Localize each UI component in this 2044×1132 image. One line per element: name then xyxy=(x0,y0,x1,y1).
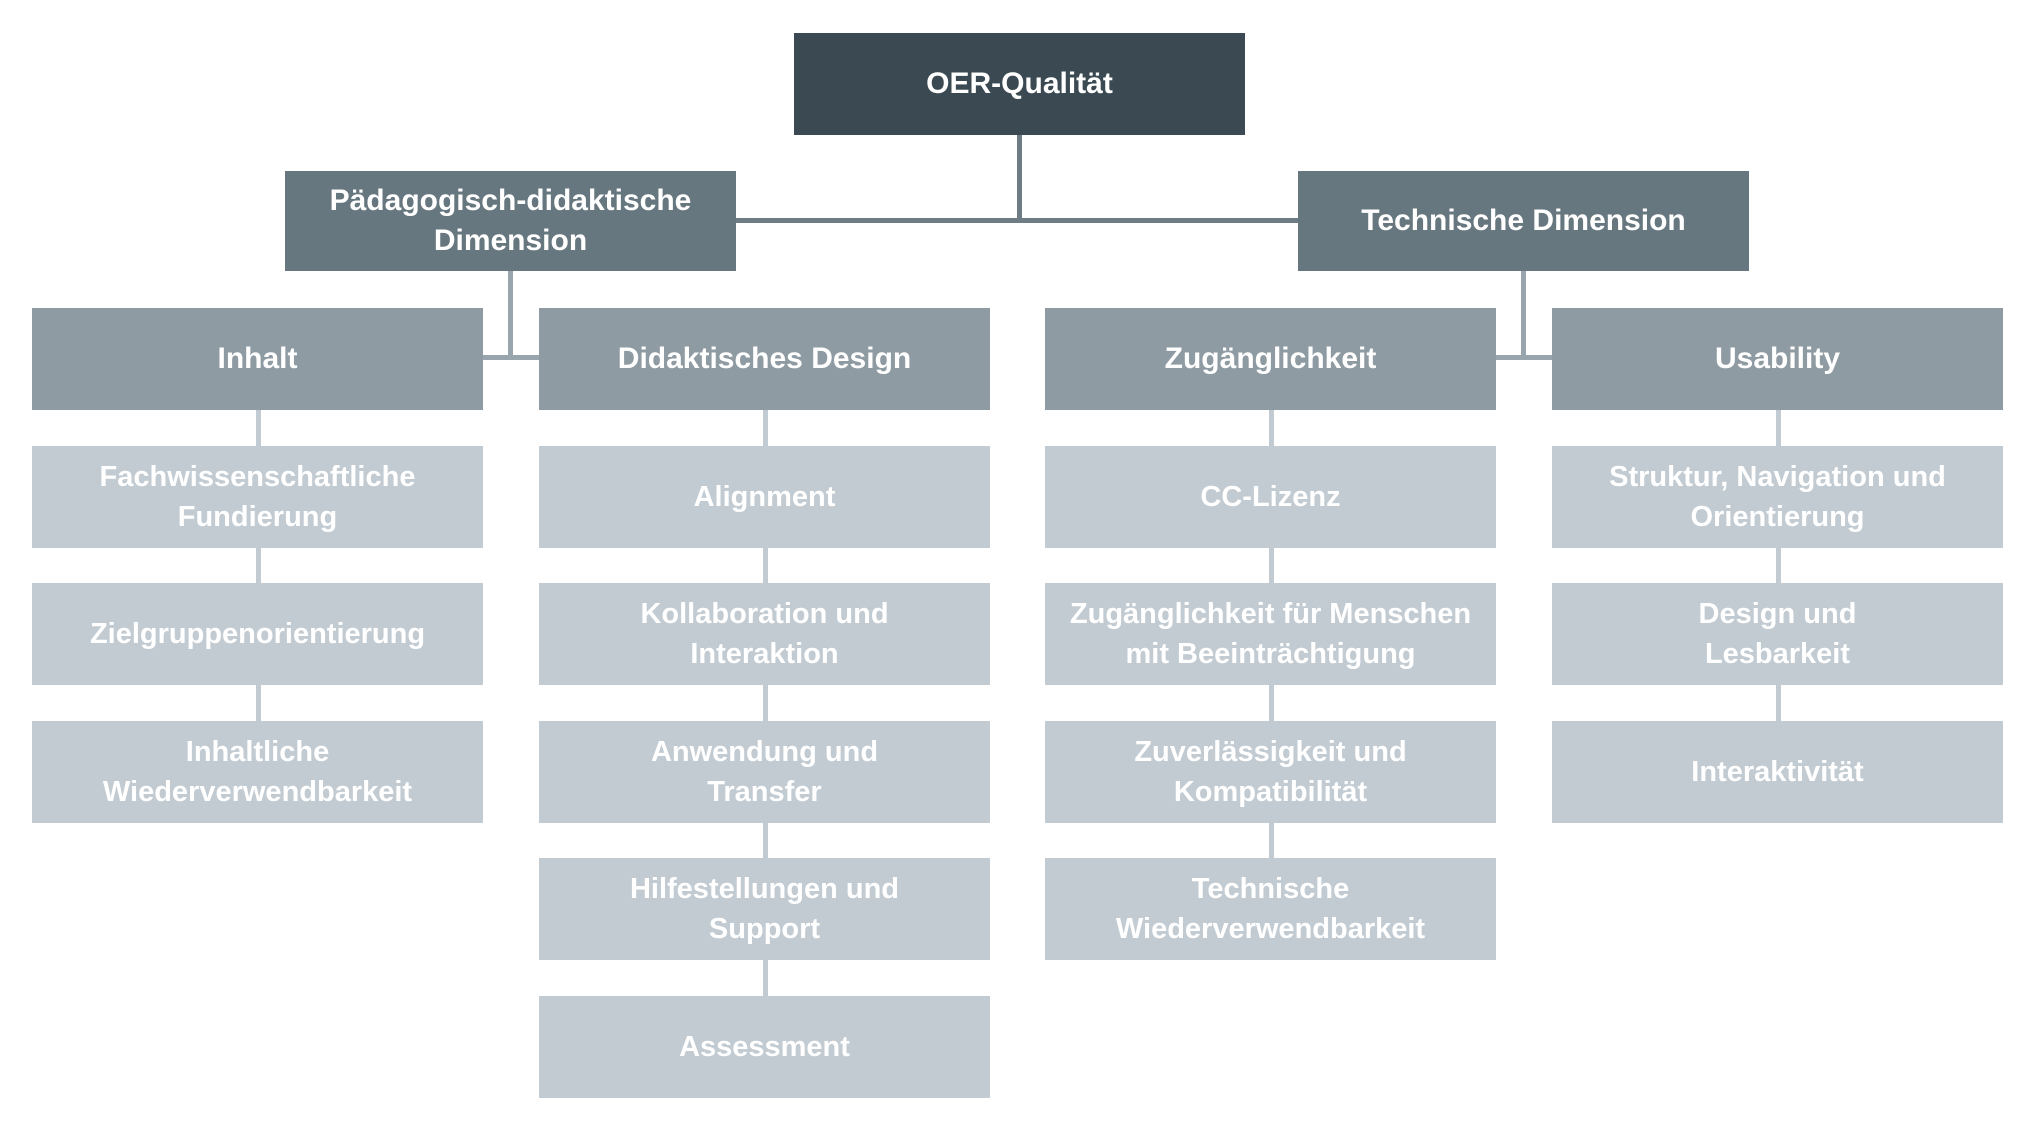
criterion-node-label: Struktur, Navigation und Orientierung xyxy=(1609,461,1946,533)
criterion-node-label: Technische Wiederverwendbarkeit xyxy=(1115,873,1426,945)
criterion-node: Kollaboration und Interaktion xyxy=(539,583,990,685)
connector-column-0-seg-1 xyxy=(256,548,261,583)
category-node-label: Inhalt xyxy=(217,342,298,375)
criterion-node-label: Interaktivität xyxy=(1691,756,1864,788)
category-node-label: Usability xyxy=(1714,342,1841,375)
criterion-node-label: Anwendung und Transfer xyxy=(650,736,879,808)
criterion-node-label: Assessment xyxy=(679,1031,850,1063)
criterion-node-label: Zuverlässigkeit und Kompatibilität xyxy=(1134,736,1407,808)
category-node: Usability xyxy=(1552,308,2003,410)
dimension-node-label: Technische Dimension xyxy=(1361,204,1686,237)
connector-column-3-seg-2 xyxy=(1776,685,1781,721)
criterion-node: Anwendung und Transfer xyxy=(539,721,990,823)
connector-dimensions-horizontal xyxy=(736,218,1298,223)
criterion-node: Inhaltliche Wiederverwendbarkeit xyxy=(32,721,483,823)
criterion-node: Zuverlässigkeit und Kompatibilität xyxy=(1045,721,1496,823)
connector-column-2-seg-2 xyxy=(1269,685,1274,721)
connector-column-1-seg-1 xyxy=(763,548,768,583)
criterion-node-label: Zielgruppenorientierung xyxy=(89,618,426,650)
category-node: Inhalt xyxy=(32,308,483,410)
dimension-node-paedagogisch-didaktisch: Pädagogisch-didaktische Dimension xyxy=(285,171,736,271)
criterion-node: Alignment xyxy=(539,446,990,548)
connector-column-3-seg-0 xyxy=(1776,410,1781,446)
category-node-label: Zugänglichkeit xyxy=(1164,342,1377,375)
criterion-node-label: Alignment xyxy=(693,481,836,513)
criterion-node: Struktur, Navigation und Orientierung xyxy=(1552,446,2003,548)
connector-column-1-seg-3 xyxy=(763,823,768,858)
criterion-node: Fachwissenschaftliche Fundierung xyxy=(32,446,483,548)
criterion-node: Zugänglichkeit für Menschen mit Beeinträ… xyxy=(1045,583,1496,685)
connector-column-3-seg-1 xyxy=(1776,548,1781,583)
criterion-node-label: Fachwissenschaftliche Fundierung xyxy=(99,461,416,533)
connector-column-1-seg-4 xyxy=(763,960,768,996)
criterion-node-label: Zugänglichkeit für Menschen mit Beeinträ… xyxy=(1069,598,1472,670)
criterion-node: Hilfestellungen und Support xyxy=(539,858,990,960)
criterion-node: Assessment xyxy=(539,996,990,1098)
criterion-node: Interaktivität xyxy=(1552,721,2003,823)
connector-column-0-seg-2 xyxy=(256,685,261,721)
connector-column-1-seg-2 xyxy=(763,685,768,721)
criterion-node-label: Hilfestellungen und Support xyxy=(629,873,900,945)
dimension-node-label: Pädagogisch-didaktische Dimension xyxy=(329,184,692,257)
connector-column-2-seg-0 xyxy=(1269,410,1274,446)
connector-column-1-seg-0 xyxy=(763,410,768,446)
criterion-node: CC-Lizenz xyxy=(1045,446,1496,548)
dimension-node-technisch: Technische Dimension xyxy=(1298,171,1749,271)
connector-column-2-seg-3 xyxy=(1269,823,1274,858)
criterion-node: Technische Wiederverwendbarkeit xyxy=(1045,858,1496,960)
criterion-node-label: Inhaltliche Wiederverwendbarkeit xyxy=(102,736,413,808)
criterion-node: Zielgruppenorientierung xyxy=(32,583,483,685)
root-node-label: OER-Qualität xyxy=(926,67,1113,100)
criterion-node: Design und Lesbarkeit xyxy=(1552,583,2003,685)
category-node: Didaktisches Design xyxy=(539,308,990,410)
root-node: OER-Qualität xyxy=(794,33,1245,135)
connector-dimension-drop-1 xyxy=(1521,271,1526,360)
connector-dimension-drop-0 xyxy=(508,271,513,360)
category-node: Zugänglichkeit xyxy=(1045,308,1496,410)
criterion-node-label: Kollaboration und Interaktion xyxy=(640,598,889,670)
connector-dimension-bridge-0 xyxy=(483,355,539,360)
connector-column-2-seg-1 xyxy=(1269,548,1274,583)
connector-dimension-bridge-1 xyxy=(1496,355,1552,360)
category-node-label: Didaktisches Design xyxy=(617,342,912,375)
criterion-node-label: Design und Lesbarkeit xyxy=(1698,598,1857,670)
connector-root-vertical xyxy=(1017,135,1022,223)
criterion-node-label: CC-Lizenz xyxy=(1200,481,1341,513)
connector-column-0-seg-0 xyxy=(256,410,261,446)
